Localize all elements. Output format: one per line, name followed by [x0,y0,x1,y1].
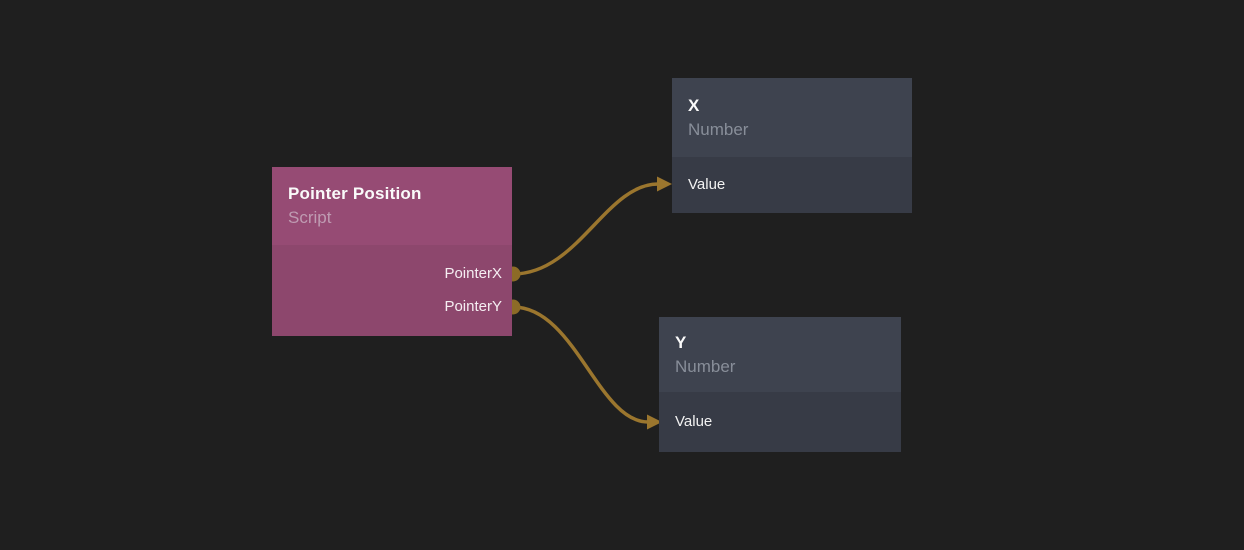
input-label-value: Value [688,176,726,193]
node-x-body: Value [672,157,912,213]
node-title: Pointer Position [288,184,422,203]
node-x-number[interactable]: X Number Value [672,78,912,213]
node-pointer-position-header: Pointer Position Script [272,167,512,245]
node-title: X [688,95,700,115]
node-title: Y [675,332,687,352]
node-pointer-position[interactable]: Pointer Position Script PointerX Pointer… [272,167,512,336]
output-label-pointerx: PointerX [444,265,502,282]
node-y-header: Y Number [659,317,901,392]
input-label-value: Value [675,413,713,430]
wire-arrowhead-x [657,176,672,192]
node-x-header: X Number [672,78,912,157]
node-pointer-position-body: PointerX PointerY [272,245,512,336]
node-subtitle: Number [688,119,749,139]
node-y-number[interactable]: Y Number Value [659,317,901,452]
node-y-body: Value [659,392,901,452]
wire-pointerx-to-x-value[interactable] [511,182,660,276]
wire-pointery-to-y-value[interactable] [511,305,650,424]
node-subtitle: Script [288,208,332,227]
node-subtitle: Number [675,356,736,376]
output-label-pointery: PointerY [444,298,502,315]
